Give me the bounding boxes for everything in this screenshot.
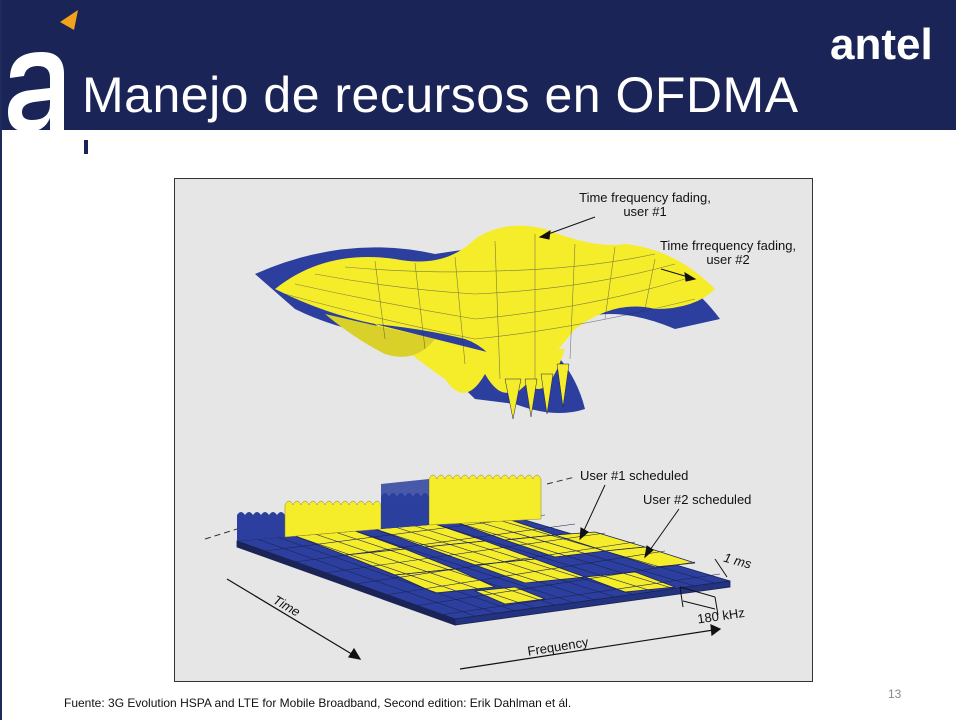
label-user2-scheduled: User #2 scheduled [643, 492, 752, 507]
antel-logo-mark [8, 10, 78, 132]
dimension-markers [679, 558, 728, 616]
fading-surface-user1 [275, 225, 715, 394]
label-user1-scheduled: User #1 scheduled [580, 468, 689, 483]
ofdma-figure: Time frequency fading, user #1 Time frre… [174, 178, 813, 682]
axis-arrows [226, 578, 722, 670]
antel-logo: antel [830, 20, 933, 69]
bullet-marker [84, 140, 88, 154]
title-bar [2, 0, 956, 130]
resource-grid [236, 516, 731, 626]
label-fading-user2: Time frrequency fading, user #2 [659, 238, 797, 267]
ofdma-illustration [204, 216, 731, 670]
source-citation: Fuente: 3G Evolution HSPA and LTE for Mo… [64, 696, 572, 710]
grid-lines [256, 514, 721, 617]
slide-title: Manejo de recursos en OFDMA [82, 67, 799, 123]
dashed-guides [204, 476, 576, 540]
fading-surface-dips [284, 234, 696, 384]
subcarrier-comb [237, 474, 542, 541]
label-fading-user1: Time frequency fading, user #1 [579, 190, 711, 219]
scheduled-arrows [579, 484, 680, 559]
fading-spikes [504, 363, 570, 420]
page-number: 13 [888, 687, 902, 701]
surface-arrows [538, 216, 697, 282]
